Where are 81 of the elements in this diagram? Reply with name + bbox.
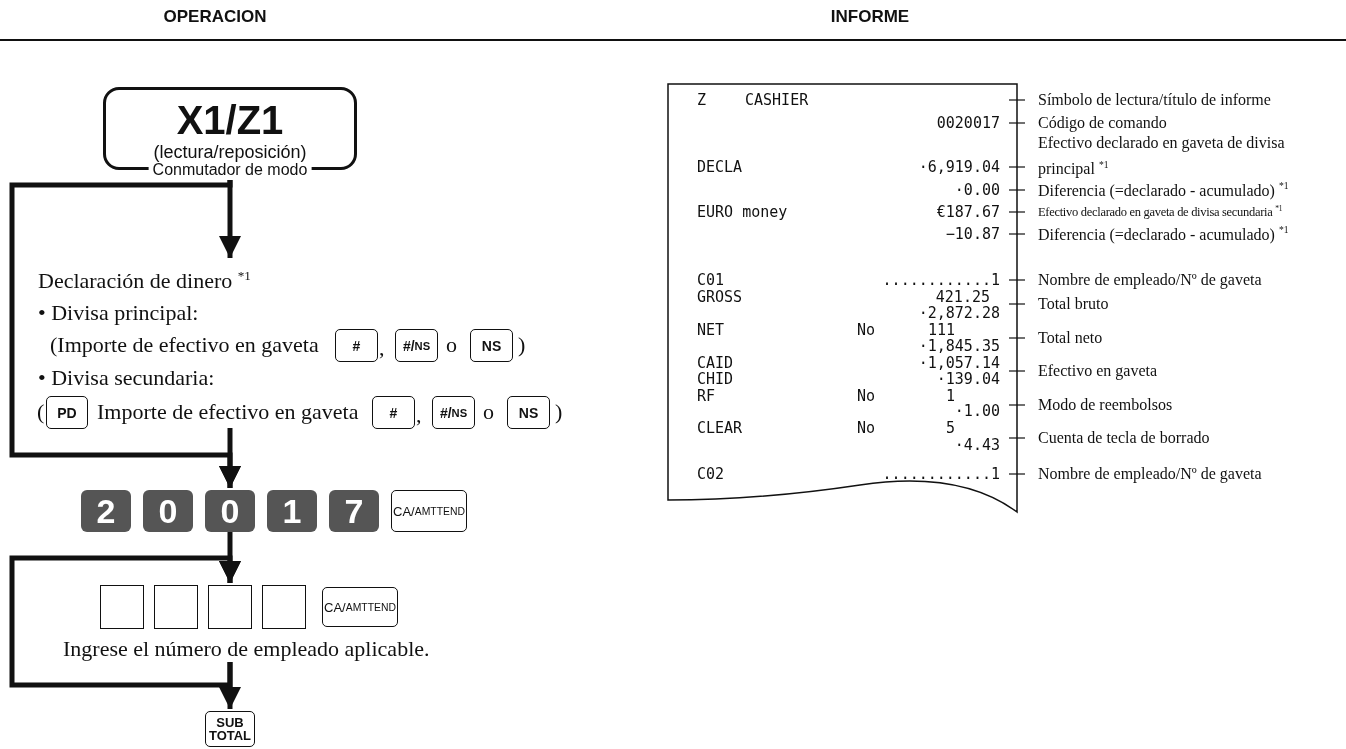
annotation-text: Cuenta de tecla de borrado: [1038, 430, 1210, 446]
key-cap: #: [335, 329, 378, 362]
punctuation: ): [555, 401, 563, 423]
receipt-text: CASHIER: [745, 92, 809, 108]
bullet-text: • Divisa secundaria:: [38, 367, 215, 389]
annotation-text: Diferencia (=declarado - acumulado) $^{*1}$: [1038, 225, 1289, 243]
flow-arrow: [219, 662, 241, 709]
key-cap: PD: [46, 396, 88, 429]
instruction-text: Ingrese el número de empleado aplicable.: [63, 638, 473, 662]
annotation-text: Efectivo declarado en gaveta de divisa secundaria $^{*1}$: [1038, 205, 1283, 219]
step-heading: Declaración de dinero $^{*1}$: [38, 269, 251, 293]
bullet-text: • Divisa principal:: [38, 302, 199, 324]
annotation-text: Símbolo de lectura/título de informe: [1038, 92, 1271, 108]
annotation-text: Nombre de empleado/Nº de gaveta: [1038, 272, 1262, 288]
mode-name: X1/Z1: [176, 100, 284, 140]
receipt-text: No: [857, 420, 876, 436]
receipt-text: EURO money: [697, 204, 788, 220]
instruction-text: o: [483, 401, 494, 423]
receipt-text: Z: [697, 92, 707, 108]
section-heading: OPERACION: [163, 7, 267, 25]
punctuation: ,: [379, 337, 385, 359]
number-key: 2: [81, 490, 131, 532]
receipt-text: −10.87: [945, 226, 1000, 242]
receipt-text: ·6,919.04: [918, 159, 1000, 175]
receipt-text: NET: [697, 322, 725, 338]
entry-box: [208, 585, 252, 629]
key-cap: #: [372, 396, 415, 429]
receipt-text: No: [857, 388, 876, 404]
receipt-text: C02: [697, 466, 725, 482]
receipt-text: 421.25: [935, 289, 990, 305]
receipt-text: 5: [945, 420, 955, 436]
entry-box: [100, 585, 144, 629]
receipt-text: DECLA: [697, 159, 743, 175]
punctuation: ): [518, 334, 526, 356]
entry-box: [262, 585, 306, 629]
annotation-text: Total neto: [1038, 330, 1103, 346]
receipt-text: ............1: [882, 272, 1000, 288]
annotation-text: Modo de reembolsos: [1038, 397, 1173, 413]
number-key: 0: [205, 490, 255, 532]
annotation-text: Diferencia (=declarado - acumulado) $^{*1}$: [1038, 181, 1289, 199]
annotation-text: Efectivo declarado en gaveta de divisa principal $^{*1}$: [1038, 132, 1286, 180]
punctuation: ,: [416, 404, 422, 426]
receipt-text: 1: [945, 388, 955, 404]
receipt-text: ·4.43: [954, 437, 1000, 453]
flow-arrow: [219, 428, 241, 488]
instruction-text: Importe de efectivo en gaveta: [97, 401, 359, 423]
annotation-text: Efectivo en gaveta: [1038, 363, 1158, 379]
key-cap: SUB TOTAL: [205, 711, 255, 747]
receipt-text: ·1,845.35: [918, 338, 1000, 354]
receipt-text: C01: [697, 272, 725, 288]
receipt-text: GROSS: [697, 289, 743, 305]
switch-caption: Conmutador de modo: [148, 162, 312, 178]
receipt-text: CAID: [697, 355, 734, 371]
entry-box: [154, 585, 198, 629]
mode-description: (lectura/reposición): [153, 143, 307, 161]
receipt-text: ·0.00: [954, 182, 1000, 198]
receipt-text: RF: [697, 388, 716, 404]
receipt-text: ............1: [882, 466, 1000, 482]
receipt-text: 0020017: [936, 115, 1000, 131]
annotation-text: Código de comando: [1038, 115, 1167, 131]
number-key: 1: [267, 490, 317, 532]
receipt-text: ·1.00: [954, 403, 1000, 419]
instruction-text: o: [446, 334, 457, 356]
receipt-text: ·139.04: [936, 371, 1000, 387]
flow-arrow: [9, 555, 241, 688]
number-key: 0: [143, 490, 193, 532]
receipt-text: CLEAR: [697, 420, 743, 436]
receipt-text: ·2,872.28: [918, 305, 1000, 321]
receipt-text: CHID: [697, 371, 734, 387]
key-cap: NS: [507, 396, 550, 429]
receipt-text: €187.67: [936, 204, 1000, 220]
instruction-text: (Importe de efectivo en gaveta: [50, 334, 319, 356]
annotation-text: Nombre de empleado/Nº de gaveta: [1038, 466, 1262, 482]
number-key: 7: [329, 490, 379, 532]
key-cap: NS: [470, 329, 513, 362]
receipt-text: 111: [927, 322, 955, 338]
annotation-text: Total bruto: [1038, 296, 1109, 312]
section-heading: INFORME: [830, 7, 910, 25]
receipt-text: ·1,057.14: [918, 355, 1000, 371]
punctuation: (: [37, 401, 45, 423]
receipt-text: No: [857, 322, 876, 338]
